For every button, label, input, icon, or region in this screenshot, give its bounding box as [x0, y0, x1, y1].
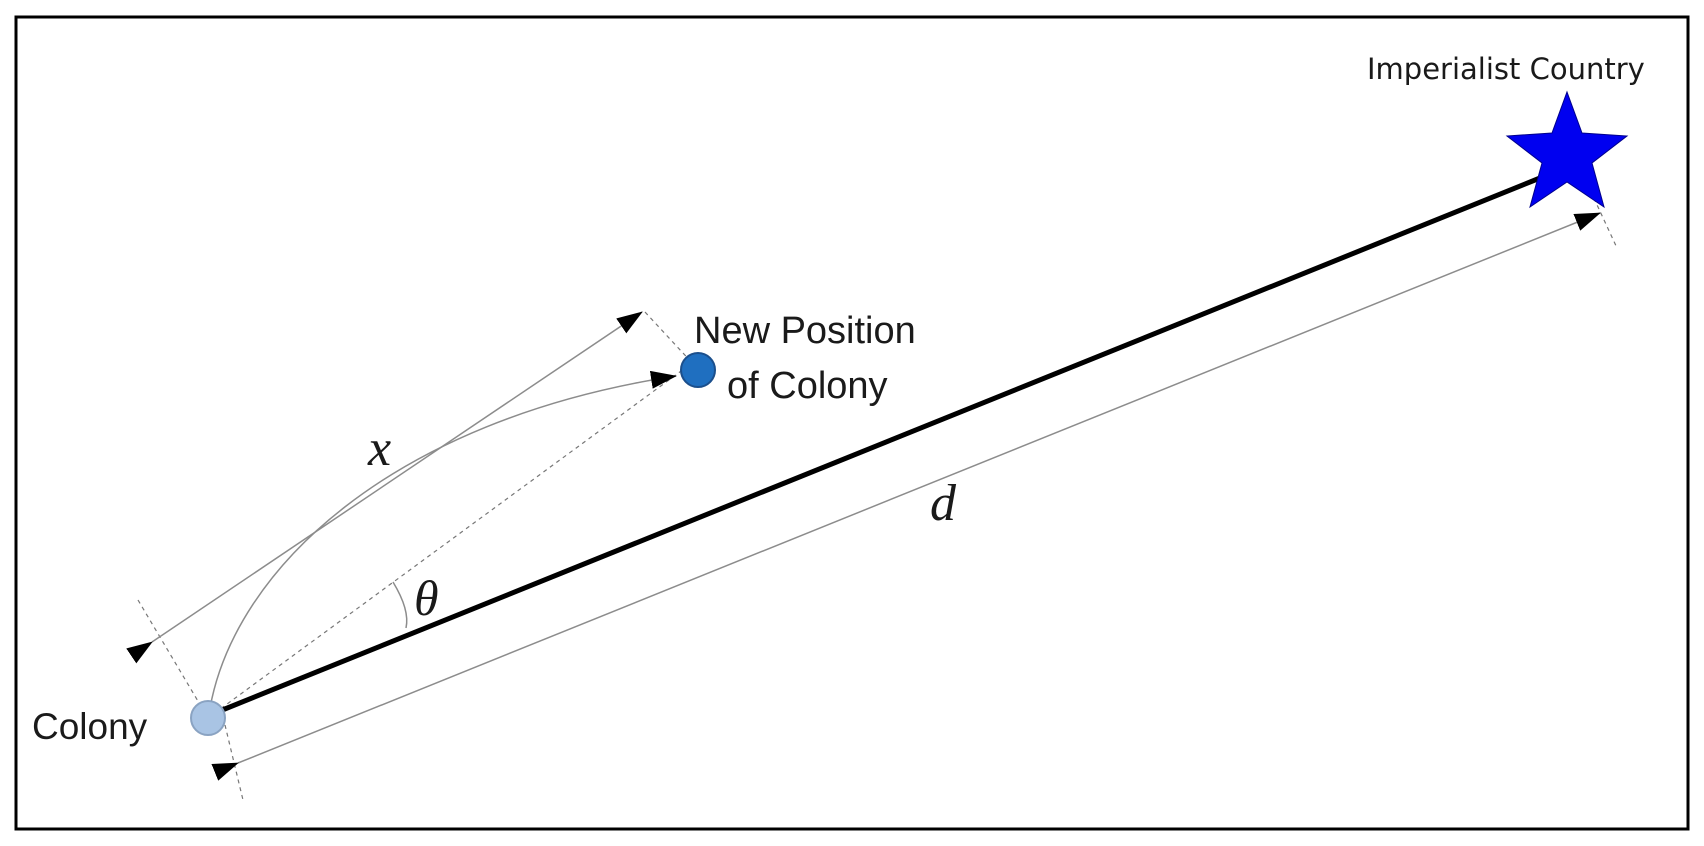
- star-icon: [1505, 90, 1629, 209]
- d-dimension-arrow: [211, 212, 1601, 781]
- colony-point: [190, 700, 226, 736]
- theta-symbol-label: θ: [414, 570, 439, 626]
- colony-to-imperialist-line: [209, 175, 1541, 718]
- x-symbol-label: x: [367, 420, 391, 477]
- d-symbol-label: d: [930, 475, 957, 532]
- imperialist-country-label: Imperialist Country: [1367, 52, 1645, 86]
- diagram-frame: [14, 15, 1690, 831]
- curved-trajectory-arrow: [209, 370, 677, 709]
- extension-line-colony-upper: [137, 599, 209, 719]
- colony-label: Colony: [32, 706, 148, 747]
- extension-line-colony-lower: [224, 724, 244, 801]
- chord-colony-to-new-position: [207, 365, 689, 719]
- x-dimension-arrow: [126, 311, 643, 664]
- theta-angle-arc: [392, 581, 408, 629]
- new-position-label-line1: New Position: [694, 310, 916, 352]
- new-position-point: [680, 352, 716, 388]
- new-position-label-line2: of Colony: [727, 365, 888, 407]
